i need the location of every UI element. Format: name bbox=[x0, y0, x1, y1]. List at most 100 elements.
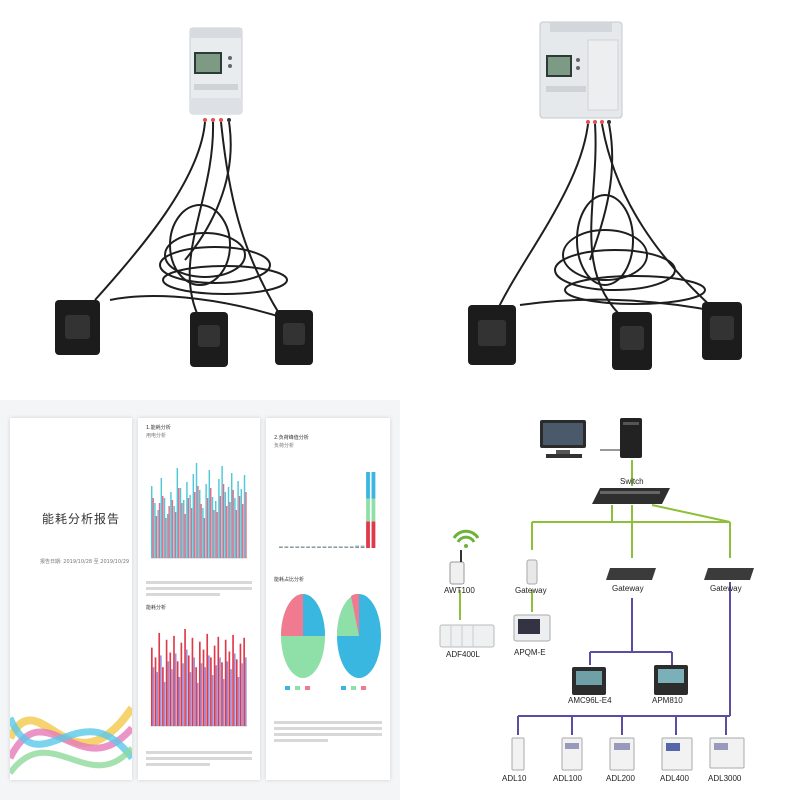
bar-series-a bbox=[183, 500, 185, 558]
gateway-icon-right bbox=[704, 568, 754, 580]
bar-series-b bbox=[155, 516, 158, 558]
bar-series-a bbox=[227, 487, 230, 558]
bar-series-a bbox=[151, 486, 153, 558]
bar-series-b bbox=[222, 678, 225, 726]
bar-series-b bbox=[182, 663, 184, 726]
bar-series-a bbox=[208, 470, 211, 558]
apm810-device-icon bbox=[654, 665, 688, 695]
bar-series-b bbox=[219, 657, 221, 726]
load-bar-segment bbox=[371, 521, 376, 548]
bar-series-a bbox=[234, 498, 236, 558]
adl200-device-icon bbox=[609, 737, 635, 771]
bar-series-b bbox=[216, 512, 218, 558]
bar-series-a bbox=[191, 637, 194, 726]
apqm-e-label: APQM-E bbox=[514, 648, 546, 657]
bar-series-a bbox=[217, 636, 220, 726]
load-bar-segment bbox=[371, 498, 376, 522]
bar-series-b bbox=[238, 496, 241, 558]
adl100-device-icon bbox=[561, 737, 583, 771]
compact-meter-illustration bbox=[55, 27, 313, 367]
bar-series-b bbox=[230, 669, 232, 726]
topology-lines bbox=[439, 418, 754, 771]
bar-series-b bbox=[194, 492, 196, 558]
load-bar-segment bbox=[289, 546, 294, 547]
bar-series-b bbox=[241, 663, 243, 726]
bar-series-a bbox=[192, 474, 195, 558]
bar-series-b bbox=[226, 506, 228, 558]
bar-series-a bbox=[243, 475, 246, 558]
load-bar-segment bbox=[322, 547, 327, 548]
bar-series-a bbox=[243, 637, 245, 726]
bar-series-a bbox=[210, 657, 212, 726]
bar-series-b bbox=[215, 665, 218, 726]
bar-series-b bbox=[174, 512, 177, 558]
bar-series-b bbox=[219, 496, 222, 558]
load-bar-segment bbox=[338, 547, 343, 548]
load-bar-segment bbox=[322, 546, 327, 547]
load-bar-segment bbox=[360, 545, 365, 547]
bar-series-b bbox=[168, 506, 170, 558]
apm810-label: APM810 bbox=[652, 696, 683, 705]
gateway-icon-middle bbox=[606, 568, 656, 580]
chart1-title: 1.能耗分析 bbox=[146, 425, 171, 431]
bar-series-b bbox=[193, 657, 195, 726]
switch-icon bbox=[592, 488, 670, 504]
bar-series-b bbox=[181, 503, 183, 558]
bar-series-a bbox=[157, 510, 159, 558]
bar-series-a bbox=[215, 501, 217, 558]
bar-series-b bbox=[162, 496, 164, 558]
network-topology: Switch Gateway Gateway Gateway AWT100 AD… bbox=[400, 400, 800, 800]
bar-series-a bbox=[187, 655, 190, 726]
load-bar-segment bbox=[360, 547, 365, 548]
adl100-label: ADL100 bbox=[553, 774, 582, 783]
bar-series-a bbox=[173, 506, 175, 558]
report-title: 能耗分析报告 bbox=[42, 512, 121, 526]
bar-series-b bbox=[158, 503, 161, 558]
bar-series-b bbox=[178, 488, 180, 558]
load-bar-segment bbox=[317, 546, 321, 547]
load-bar-segment bbox=[311, 546, 316, 547]
load-bar-segment bbox=[344, 546, 349, 547]
adl3000-device-icon bbox=[709, 737, 745, 769]
bar-series-a bbox=[162, 667, 164, 726]
load-bar-segment bbox=[289, 547, 294, 548]
bar-series-a bbox=[199, 490, 201, 558]
bar-series-a bbox=[235, 659, 238, 726]
bar-series-a bbox=[195, 667, 197, 726]
bar-series-a bbox=[160, 478, 163, 558]
energy-bar-chart-top bbox=[151, 463, 247, 559]
load-bar-segment bbox=[366, 472, 370, 499]
bar-series-a bbox=[158, 632, 161, 726]
bar-series-a bbox=[173, 635, 175, 726]
workstation-icon bbox=[540, 420, 586, 458]
decorative-wave-graphic bbox=[10, 705, 132, 775]
bar-series-a bbox=[224, 492, 227, 558]
adl400-device-icon bbox=[661, 737, 693, 771]
bar-series-b bbox=[189, 672, 192, 726]
bar-series-a bbox=[169, 652, 172, 726]
bar-series-b bbox=[178, 677, 181, 726]
bar-series-a bbox=[163, 498, 166, 558]
load-bar-segment bbox=[366, 498, 370, 522]
load-bar-segment bbox=[355, 546, 360, 548]
product-photo-large-meter bbox=[400, 0, 800, 400]
load-bar-segment bbox=[300, 547, 305, 548]
bar-series-a bbox=[154, 503, 156, 558]
bar-series-b bbox=[245, 492, 247, 558]
load-bar-segment bbox=[355, 547, 360, 548]
chart2-text-block bbox=[146, 748, 252, 769]
bar-series-b bbox=[222, 484, 225, 558]
bar-series-b bbox=[167, 661, 170, 726]
awt100-label: AWT100 bbox=[444, 586, 475, 595]
product-photo-compact-meter bbox=[0, 0, 400, 400]
bar-series-a bbox=[221, 662, 223, 726]
bar-series-a bbox=[239, 643, 242, 726]
chart4-title: 能耗占比分析 bbox=[274, 577, 305, 583]
bar-series-b bbox=[232, 490, 234, 558]
bar-series-b bbox=[210, 488, 212, 558]
bar-series-b bbox=[196, 682, 199, 726]
bar-series-a bbox=[206, 633, 209, 726]
large-meter-illustration bbox=[468, 21, 742, 370]
bar-series-b bbox=[208, 655, 210, 726]
load-bar-segment bbox=[328, 547, 332, 548]
